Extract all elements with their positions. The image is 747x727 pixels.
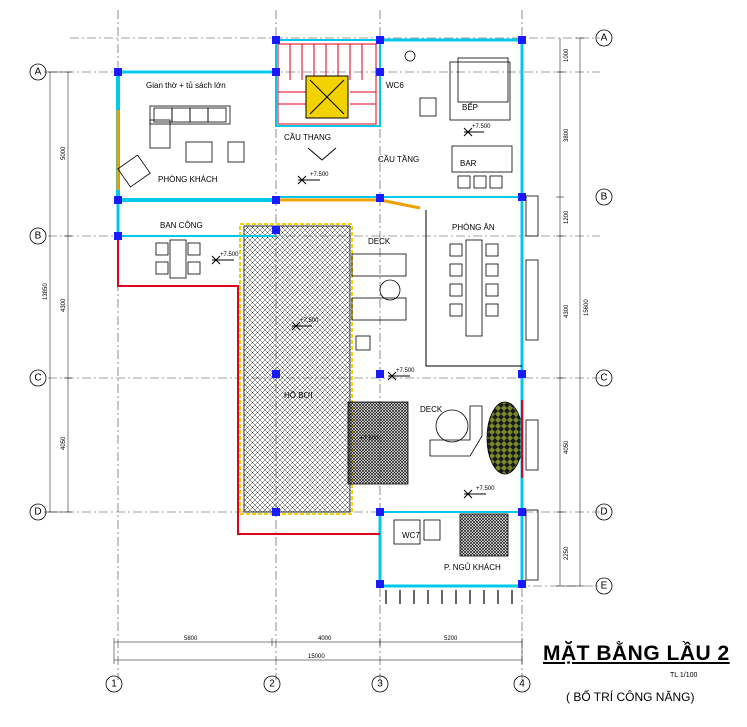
axis-bubbles-right [595, 29, 613, 595]
axis-label-3: 3 [377, 679, 383, 690]
level-label-4: +7.500 [396, 368, 415, 374]
dim-right-6: 2250 [564, 546, 570, 560]
dim-right-total: 15600 [584, 299, 590, 316]
drawing-scale: TL 1/100 [670, 672, 698, 679]
room-altar-label: Gian thờ + tủ sách lớn [146, 81, 226, 90]
dim-left-a: 5000 [61, 146, 67, 160]
axis-label-b-right: B [601, 192, 608, 203]
axis-label-c-right: C [600, 373, 607, 384]
dim-bottom-total: 15000 [308, 654, 325, 660]
level-label-3: +7.500 [300, 318, 319, 324]
room-living-label: PHÒNG KHÁCH [158, 175, 218, 184]
room-pool-label: HỒ BƠI [284, 390, 313, 400]
dim-left-b: 4300 [61, 298, 67, 312]
dim-bottom-1: 5800 [184, 636, 198, 642]
pool-area [243, 225, 351, 513]
jacuzzi [347, 401, 409, 485]
dim-right-3: 1200 [564, 210, 570, 224]
pool-edge [239, 223, 353, 515]
room-balcony-label: BAN CÔNG [160, 221, 203, 230]
walls [116, 38, 524, 588]
drawing-subtitle: ( BỐ TRÍ CÔNG NĂNG) [566, 690, 695, 704]
axis-label-a-right: A [601, 33, 608, 44]
elevator-cross [309, 79, 345, 115]
room-stair-label: CẦU THANG [284, 132, 331, 142]
axis-label-b-left: B [35, 231, 42, 242]
dim-left-total: 13850 [43, 283, 49, 300]
level-label-1: +7.500 [310, 172, 329, 178]
level-markers [211, 127, 486, 499]
axis-label-c-left: C [34, 373, 41, 384]
axis-label-4: 4 [519, 679, 525, 690]
level-label-6: +7.500 [472, 124, 491, 130]
dim-bottom-3: 5200 [444, 636, 458, 642]
dimension-lines [44, 37, 584, 664]
room-guest-label: P. NGỦ KHÁCH [444, 563, 501, 572]
axis-bubbles-bottom [105, 675, 531, 693]
room-stair-landing-label: CẦU TẦNG [378, 154, 419, 164]
room-dining-label: PHÒNG ĂN [452, 223, 495, 232]
axis-label-e-right: E [601, 581, 608, 592]
axis-label-d-right: D [600, 507, 607, 518]
stair [277, 43, 377, 125]
windows [385, 590, 513, 604]
room-deck1-label: DECK [368, 237, 391, 246]
axis-label-a-left: A [35, 67, 42, 78]
room-deck2-label: DECK [420, 405, 443, 414]
room-wc7-label: WC7 [402, 531, 420, 540]
dim-left-c: 4050 [61, 436, 67, 450]
dim-right-1: 1000 [564, 48, 570, 62]
room-wc6-label: WC6 [386, 81, 404, 90]
furniture [117, 50, 539, 581]
dim-right-4: 4300 [564, 304, 570, 318]
level-label-2: +7.500 [220, 252, 239, 258]
level-label-7: +7.500 [360, 436, 379, 442]
axis-label-d-left: D [34, 507, 41, 518]
axis-label-2: 2 [269, 679, 275, 690]
dim-right-2: 3800 [564, 128, 570, 142]
planter [486, 401, 524, 475]
level-label-5: +7.500 [476, 486, 495, 492]
dim-bottom-2: 4000 [318, 636, 332, 642]
guest-bed [459, 513, 509, 557]
room-bar-label: BAR [460, 159, 477, 168]
drawing-title: MẶT BẰNG LẦU 2 [543, 642, 730, 665]
dim-right-5: 4050 [564, 440, 570, 454]
room-kitchen-label: BẾP [462, 102, 478, 112]
axis-label-1: 1 [111, 679, 117, 690]
columns [114, 36, 526, 588]
